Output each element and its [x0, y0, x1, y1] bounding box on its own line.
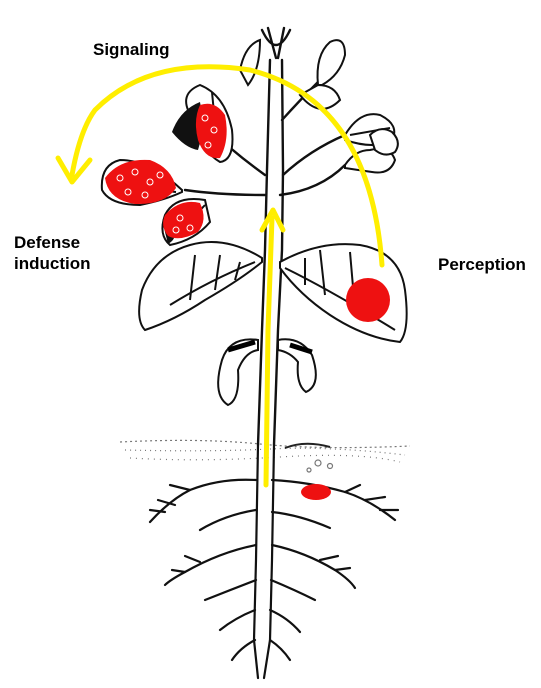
damage-spot-root [301, 484, 331, 500]
defense-label-line2: induction [14, 253, 90, 274]
damage-spot-perception-leaf [346, 278, 390, 322]
roots [150, 445, 398, 678]
signaling-label: Signaling [93, 39, 170, 60]
perception-label: Perception [438, 254, 526, 275]
defense-induction-label: Defense induction [14, 232, 90, 274]
defense-label-line1: Defense [14, 232, 90, 253]
